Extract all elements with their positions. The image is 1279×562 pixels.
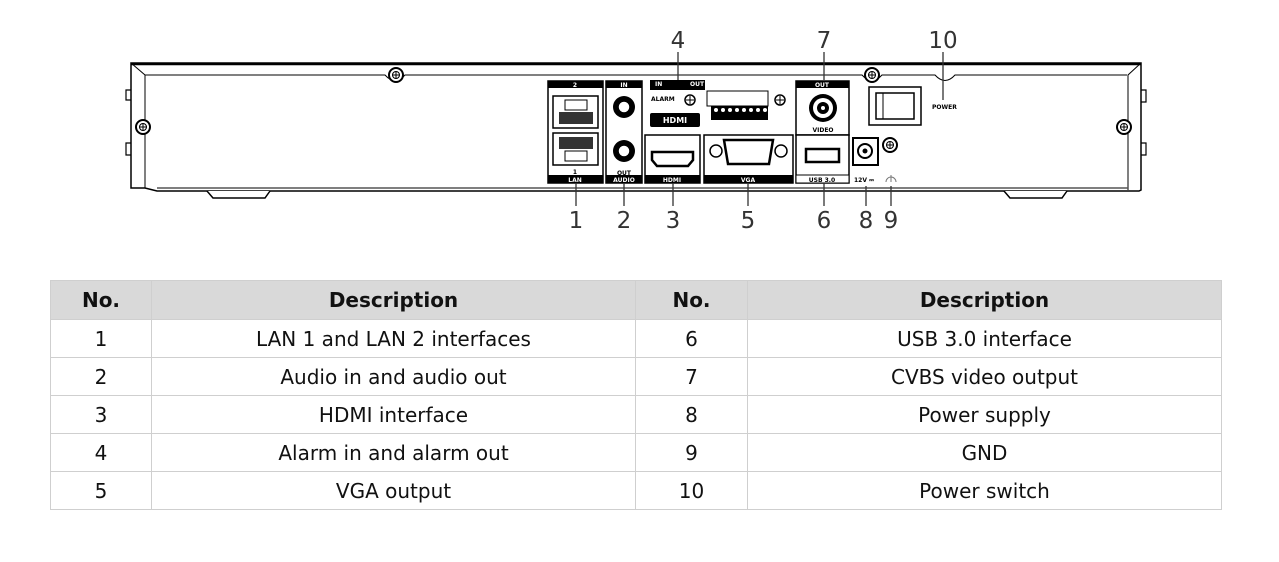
callout-4: 4 — [671, 28, 686, 54]
video-label: VIDEO — [812, 127, 833, 134]
callout-3: 3 — [666, 208, 681, 234]
cell-description: CVBS video output — [747, 357, 1222, 396]
alarm-terminal: IN OUT ALARM HDMI — [650, 80, 769, 127]
table-row: 5 VGA output 10 Power switch — [50, 471, 1222, 510]
port-description-table: No. Description No. Description 1 LAN 1 … — [50, 280, 1222, 510]
cell-description: Power switch — [747, 471, 1222, 510]
table-row: 1 LAN 1 and LAN 2 interfaces 6 USB 3.0 i… — [50, 319, 1222, 358]
vga-port: VGA — [703, 134, 794, 184]
dc-label: 12V ⎓ — [854, 177, 874, 184]
callout-6: 6 — [817, 208, 832, 234]
cell-no: 9 — [635, 433, 748, 472]
callout-8: 8 — [859, 208, 874, 234]
hdmi-label: HDMI — [663, 177, 681, 184]
cell-no: 3 — [50, 395, 152, 434]
screw-icon — [882, 137, 898, 153]
cell-description: Audio in and audio out — [151, 357, 636, 396]
cell-no: 1 — [50, 319, 152, 358]
callout-1: 1 — [569, 208, 584, 234]
cell-description: Alarm in and alarm out — [151, 433, 636, 472]
usb-label: USB 3.0 — [809, 177, 835, 184]
video-port: OUT VIDEO — [795, 80, 850, 136]
screws — [135, 67, 1132, 153]
vga-label: VGA — [741, 177, 756, 184]
callout-9: 9 — [884, 208, 899, 234]
header-no: No. — [50, 280, 152, 320]
callout-10: 10 — [928, 28, 957, 54]
table-row: 3 HDMI interface 8 Power supply — [50, 395, 1222, 434]
dc-power-jack: 12V ⎓ — [852, 137, 879, 184]
cell-description: HDMI interface — [151, 395, 636, 434]
cell-no: 8 — [635, 395, 748, 434]
alarm-out-label: OUT — [690, 81, 705, 88]
alarm-label: ALARM — [651, 96, 675, 103]
screw-icon — [135, 119, 151, 135]
header-description: Description — [151, 280, 636, 320]
table-row: 4 Alarm in and alarm out 9 GND — [50, 433, 1222, 472]
lan-label: LAN — [568, 177, 582, 184]
rear-panel-diagram: 2 1 LAN IN OUT AUDIO IN OUT ALARM HDMI — [125, 28, 1147, 234]
hdmi-logo: HDMI — [663, 116, 687, 125]
audio-out-label: OUT — [617, 170, 632, 177]
cell-description: Power supply — [747, 395, 1222, 434]
usb-port: USB 3.0 — [795, 134, 850, 184]
audio-ports: IN OUT AUDIO — [605, 80, 643, 184]
cell-no: 7 — [635, 357, 748, 396]
alarm-in-label: IN — [655, 81, 662, 88]
screw-icon — [1116, 119, 1132, 135]
cell-no: 10 — [635, 471, 748, 510]
audio-in-label: IN — [620, 82, 627, 89]
hdmi-port: HDMI — [644, 134, 701, 184]
cell-description: VGA output — [151, 471, 636, 510]
screw-icon — [388, 67, 404, 83]
ground-icon — [885, 175, 897, 183]
lan-port-2-label: 2 — [573, 82, 577, 89]
callout-7: 7 — [817, 28, 832, 54]
table-header-row: No. Description No. Description — [50, 280, 1222, 320]
cell-no: 2 — [50, 357, 152, 396]
screw-icon — [684, 94, 696, 106]
video-out-label: OUT — [815, 82, 830, 89]
cell-description: GND — [747, 433, 1222, 472]
screw-icon — [864, 67, 880, 83]
audio-label: AUDIO — [613, 177, 635, 184]
cell-description: USB 3.0 interface — [747, 319, 1222, 358]
power-switch: POWER — [868, 86, 957, 126]
screw-icon — [774, 94, 786, 106]
callout-lines — [575, 52, 944, 206]
lan-ports: 2 1 LAN — [547, 80, 604, 184]
cell-no: 5 — [50, 471, 152, 510]
cell-no: 4 — [50, 433, 152, 472]
power-label: POWER — [932, 104, 957, 111]
lan-port-1-label: 1 — [573, 169, 577, 176]
cell-description: LAN 1 and LAN 2 interfaces — [151, 319, 636, 358]
cell-no: 6 — [635, 319, 748, 358]
callout-5: 5 — [741, 208, 756, 234]
header-description: Description — [747, 280, 1222, 320]
header-no: No. — [635, 280, 748, 320]
table-row: 2 Audio in and audio out 7 CVBS video ou… — [50, 357, 1222, 396]
callout-2: 2 — [617, 208, 632, 234]
